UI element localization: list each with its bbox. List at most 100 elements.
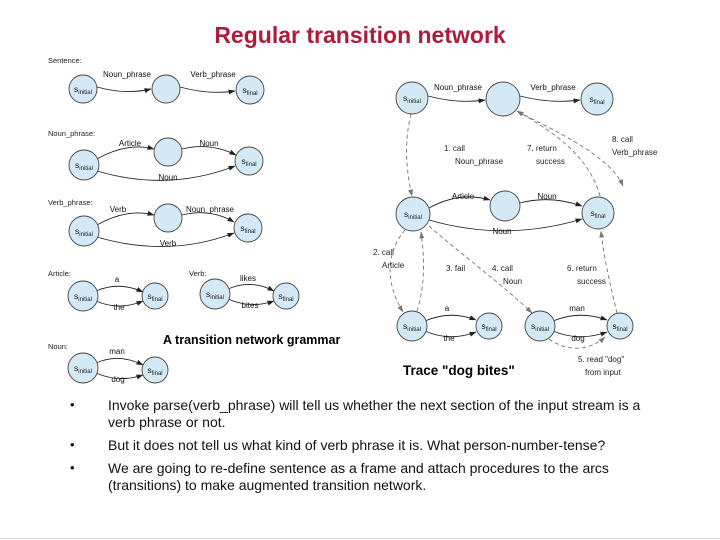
arc-label: Noun_phrase [186,205,235,214]
call-arrow-8 [517,111,624,187]
state-circle [395,196,431,232]
state-circle [485,81,521,117]
transition-arc [96,86,152,93]
state-circle [475,312,503,340]
state-label: sfinal [242,85,257,97]
step-label: 3. fail [446,264,465,273]
trace-step-labels: 1. call Noun_phrase 2. call Article 3. f… [373,135,658,377]
trace-noun-phrase-row: Article Noun Noun sinitial sfinal [395,190,615,236]
transition-arc [428,218,583,232]
section-label: Article: [48,269,71,278]
state-label: sinitial [75,226,93,238]
step-label: 6. return [567,264,597,273]
step-label: Article [382,261,405,270]
call-arrow-2 [389,229,406,313]
step-label: 7. return [527,144,557,153]
transition-arc [424,314,477,322]
state-circle [153,137,183,167]
arc-label: Noun_phrase [434,83,483,92]
page-title: Regular transition network [214,22,506,48]
call-arrow-1 [406,113,413,197]
noun-network: Noun: man dog sinitial sfinal [48,342,169,384]
transition-arc [179,86,236,95]
arc-label: man [569,304,585,313]
step-label: from input [585,368,621,377]
arc-label: Article [452,192,475,201]
trace-sentence-row: Noun_phrase Verb_phrase sinitial sfinal [395,81,614,117]
state-label: sinitial [74,363,92,375]
fail-arrow-3 [416,231,425,312]
call-arrow-4 [428,225,533,314]
transition-arc [95,300,144,307]
state-circle [151,74,181,104]
state-circle [234,146,264,176]
transition-arc [428,195,491,209]
state-label: sfinal [147,291,162,303]
state-label: sfinal [612,321,627,333]
state-label: sfinal [240,223,255,235]
transition-arc [427,95,486,104]
step-label: 1. call [444,144,465,153]
transition-arc [181,146,237,156]
bullet-marker: • [70,397,75,412]
state-circle [199,278,231,310]
transition-arc [181,212,235,223]
transition-arc [95,372,144,380]
state-circle [153,203,183,233]
arc-label: dog [111,375,124,384]
arc-label: the [443,334,455,343]
state-label: sinitial [403,321,421,333]
state-circle [67,280,99,312]
transition-arc [96,165,236,181]
step-label: Verb_phrase [612,148,658,157]
grammar-caption: A transition network grammar [163,333,340,347]
state-label: sfinal [481,321,496,333]
verb-phrase-network: Verb_phrase: Verb Noun_phrase Verb sinit… [48,198,263,248]
state-circle [67,352,99,384]
read-arrow-5 [548,336,606,349]
transition-arc [552,314,608,322]
state-circle [606,312,634,340]
bullet-list: • Invoke parse(verb_phrase) will tell us… [58,397,658,500]
slide-bottom-border [0,538,720,539]
return-arrow-6 [599,230,618,314]
state-label: sinitial [75,160,93,172]
arc-label: Verb [110,205,127,214]
state-circle [68,215,100,247]
transition-arc [227,298,275,306]
transition-arc [95,358,144,366]
state-circle [489,190,521,222]
state-circle [68,149,100,181]
transition-arc [95,285,144,293]
arc-label: Noun [199,139,218,148]
arc-label: Article [119,139,142,148]
transition-arc [519,199,583,207]
step-label: success [536,157,565,166]
trace-article-row: a the sinitial sfinal [396,304,503,343]
arc-label: Verb_phrase [190,70,236,79]
bullet-text: We are going to re-define sentence as a … [108,459,609,493]
trace-noun-row: man dog sinitial sfinal [524,304,634,343]
bullet-text: Invoke parse(verb_phrase) will tell us w… [108,397,641,430]
arc-label: Noun_phrase [103,70,152,79]
state-circle [141,282,169,310]
state-label: sinitial [403,93,421,105]
arc-label: a [445,304,450,313]
transition-arc [96,232,235,247]
state-circle [235,75,265,105]
arc-label: Noun [158,173,177,182]
trace-caption: Trace "dog bites" [403,363,515,378]
trace-call-arrows [389,110,624,349]
arc-label: Verb_phrase [530,83,576,92]
state-label: sinitial [206,289,224,301]
arc-label: dog [571,334,584,343]
state-label: sfinal [147,365,162,377]
bullet-marker: • [70,459,75,475]
bullet-item: • Invoke parse(verb_phrase) will tell us… [58,397,658,431]
bullet-item: • But it does not tell us what kind of v… [58,437,658,454]
bullet-marker: • [70,436,75,452]
section-label: Noun: [48,342,68,351]
state-circle [581,196,615,230]
transition-arc [519,95,581,104]
